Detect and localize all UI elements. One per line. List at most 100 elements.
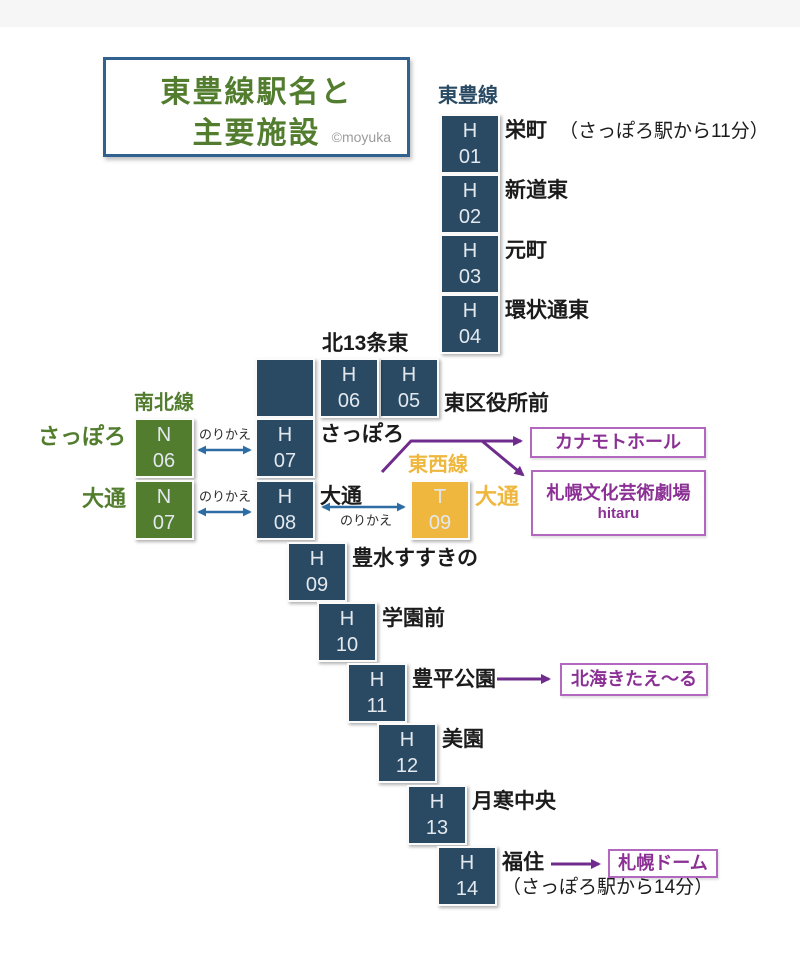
facility-kitaeru: 北海きたえ〜る (560, 663, 708, 696)
title-box: 東豊線駅名と 主要施設 ©moyuka (103, 57, 410, 157)
station-code-number: 07 (152, 511, 176, 534)
station-name: 学園前 (382, 607, 445, 630)
tozai-odori-label: 大通 (475, 484, 520, 509)
station-code-letter: H (277, 486, 293, 509)
station-code-number: 06 (337, 389, 361, 412)
station-label-h12: 美園 (442, 727, 484, 752)
station-label-h08: 大通 (320, 484, 362, 509)
station-code-number: 13 (425, 816, 449, 839)
station-name: 環状通東 (505, 299, 589, 322)
station-code-letter: H (462, 180, 478, 203)
station-label-h03: 元町 (505, 238, 547, 263)
station-code-number: 09 (305, 573, 329, 596)
station-name: 月寒中央 (472, 790, 556, 813)
namboku-sapporo-label: さっぽろ (37, 424, 126, 449)
transfer-label-3: のりかえ (339, 513, 393, 528)
tozai-line-label: 東西線 (408, 454, 468, 476)
station-label-h13: 月寒中央 (472, 789, 556, 814)
station-name: 新道東 (505, 179, 568, 202)
station-name: 豊水すすきの (352, 547, 478, 570)
station-code-letter: N (156, 424, 172, 447)
title-line-1: 東豊線駅名と (160, 76, 353, 109)
station-code-letter: H (459, 852, 475, 875)
station-code-letter: H (341, 364, 357, 387)
station-code-number: 09 (428, 511, 452, 534)
facility-name: 北海きたえ〜る (571, 669, 697, 690)
facility-name: 札幌文化芸術劇場 (546, 483, 691, 504)
namboku-odori-label: 大通 (81, 486, 126, 511)
station-code-letter: H (462, 300, 478, 323)
station-code-letter: H (309, 548, 325, 571)
station-name: 福住 (502, 851, 544, 874)
station-code-letter: H (399, 729, 415, 752)
namboku-line-label: 南北線 (134, 392, 194, 414)
transfer-label-2: のりかえ (198, 489, 252, 504)
station-code-letter: H (429, 791, 445, 814)
facility-name: 札幌ドーム (618, 853, 708, 874)
station-name: さっぽろ (320, 423, 404, 446)
facility-name: カナモトホール (555, 432, 681, 453)
station-box-corner (255, 358, 315, 418)
facility-arrow-2 (481, 439, 525, 477)
station-code-letter: H (401, 364, 417, 387)
station-label-h06: 北13条東 (322, 331, 408, 356)
facility-kanamoto-hall: カナモトホール (530, 427, 706, 458)
station-name: 元町 (505, 239, 547, 262)
toho-line-label: 東豊線 (438, 85, 498, 107)
station-name: 栄町 (505, 119, 547, 142)
station-code-number: 01 (458, 145, 482, 168)
station-label-h07: さっぽろ (320, 422, 404, 447)
station-code-number: 04 (458, 325, 482, 348)
station-label-h01: 栄町 （さっぽろ駅から11分） (505, 118, 769, 144)
station-name: 東区役所前 (444, 392, 549, 415)
station-name: 美園 (442, 728, 484, 751)
station-name: 北13条東 (322, 332, 409, 355)
station-label-h05: 東区役所前 (444, 391, 549, 416)
station-code-letter: H (462, 240, 478, 263)
station-label-h14: 福住 （さっぽろ駅から14分） (502, 850, 713, 900)
station-name: 大通 (320, 485, 362, 508)
top-margin-band (0, 0, 800, 27)
credit-watermark: ©moyuka (331, 129, 391, 145)
title-line-2: 主要施設 (192, 117, 321, 150)
facility-name: hitaru (597, 504, 640, 522)
station-label-h04: 環状通東 (505, 298, 589, 323)
station-label-h11: 豊平公園 (412, 667, 496, 692)
station-code-letter: H (277, 424, 293, 447)
station-code-number: 05 (397, 389, 421, 412)
station-code-number: 12 (395, 754, 419, 777)
station-code-number: 10 (335, 633, 359, 656)
station-code-number: 11 (366, 694, 388, 717)
station-label-h09: 豊水すすきの (352, 546, 478, 571)
station-code-letter: H (339, 608, 355, 631)
station-code-number: 14 (455, 877, 479, 900)
station-note: （さっぽろ駅から11分） (559, 121, 769, 142)
station-note: （さっぽろ駅から14分） (502, 877, 714, 898)
station-code-number: 06 (152, 449, 176, 472)
station-label-h02: 新道東 (505, 178, 568, 203)
station-code-number: 08 (273, 511, 297, 534)
station-label-h10: 学園前 (382, 606, 445, 631)
facility-sapporo-dome: 札幌ドーム (608, 849, 718, 878)
station-code-letter: N (156, 486, 172, 509)
transfer-label-1: のりかえ (198, 427, 252, 442)
station-code-letter: H (369, 669, 385, 692)
